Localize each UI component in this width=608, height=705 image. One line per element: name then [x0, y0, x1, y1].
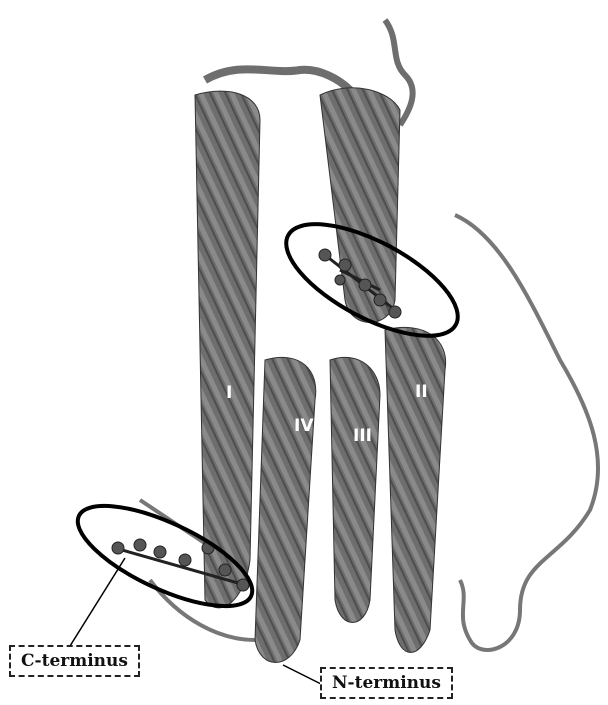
helix-I: [195, 91, 260, 608]
c-terminus-leader: [70, 558, 125, 646]
helix-label-II: II: [415, 382, 428, 402]
helix-III: [330, 357, 380, 622]
c-terminus-label: C-terminus: [9, 645, 140, 677]
helix-IV: [255, 357, 316, 662]
helix-label-IV: IV: [294, 416, 314, 436]
loop-coil-upper-left: [205, 69, 350, 90]
loop-coil-right: [455, 215, 598, 650]
n-terminus-leader: [283, 665, 323, 685]
helix-label-III: III: [353, 426, 372, 446]
helix-label-I: I: [226, 383, 232, 403]
n-terminus-label: N-terminus: [320, 667, 453, 699]
helix-II: [385, 327, 446, 652]
